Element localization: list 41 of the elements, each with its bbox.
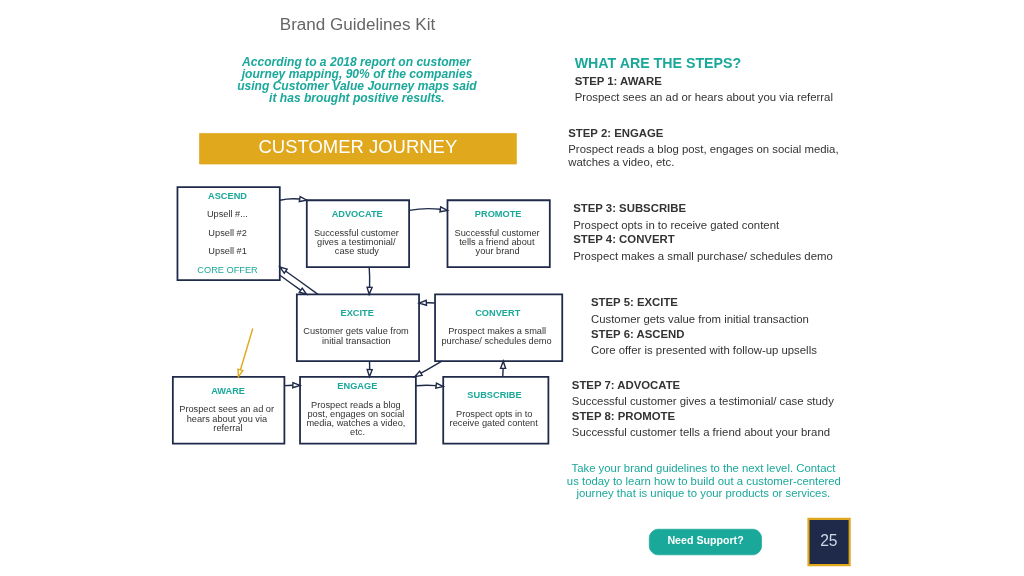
label: Successful customer tells a friend about your brand <box>571 426 830 439</box>
node-box: 25 <box>806 517 851 567</box>
label: STEP 7: ADVOCATE <box>571 378 680 391</box>
label: STEP 5: EXCITE <box>590 296 678 309</box>
arrow <box>365 266 373 297</box>
arrow <box>277 265 319 296</box>
node-box: PROMOTE Successful customer tells a friend about your brand <box>446 199 551 268</box>
label: STEP 6: ASCEND <box>590 327 684 340</box>
label: STEP 1: AWARE <box>574 74 662 87</box>
arrow <box>499 359 507 378</box>
node-box: ASCEND Upsell #... Upsell #2 Upsell #1 CORE OFFER <box>176 186 281 282</box>
label: Successful customer gives a testimonial/ case study <box>571 395 834 408</box>
arrow <box>416 299 435 307</box>
node-box: CUSTOMER JOURNEY <box>198 133 517 165</box>
label: Brand Guidelines Kit <box>279 14 435 34</box>
label: STEP 8: PROMOTE <box>571 410 675 423</box>
label: Take your brand guidelines to the next level. Contact us today to learn how to build out a customer-centered journey that is unique to your products or services. <box>566 461 841 500</box>
label: STEP 3: SUBSCRIBE <box>572 202 686 215</box>
node-box: ENGAGE Prospect reads a blog post, engages on social media, watches a video, etc. <box>298 375 417 445</box>
node-box: AWARE Prospect sees an ad or hears about you via referral <box>171 375 285 445</box>
label: Core offer is presented with follow-up upsells <box>590 343 817 356</box>
arrow <box>412 360 443 378</box>
label: Prospect reads a blog post, engages on social media, watches a video, etc. <box>567 142 839 168</box>
arrow <box>408 205 449 213</box>
label: STEP 4: CONVERT <box>572 233 675 246</box>
label: Prospect sees an ad or hears about you via referral <box>574 90 833 103</box>
label: Prospect makes a small purchase/ schedules demo <box>572 249 833 262</box>
label: WHAT ARE THE STEPS? <box>574 55 741 72</box>
node-box: Need Support? <box>648 528 762 556</box>
node-box: ADVOCATE Successful customer gives a testimonial/ case study <box>305 199 410 268</box>
label: According to a 2018 report on customer journey mapping, 90% of the companies using Customer Value Journey maps said it has brought positive results. <box>236 55 477 106</box>
arrow <box>236 327 253 379</box>
label: Prospect opts in to receive gated content <box>572 218 779 231</box>
node-box: EXCITE Customer gets value from initial transaction <box>295 293 420 363</box>
node-box: CONVERT Prospect makes a small purchase/ schedules demo <box>433 293 563 363</box>
node-box: SUBSCRIBE Prospect opts in to receive gated content <box>441 375 549 445</box>
arrow <box>278 195 309 203</box>
label: Customer gets value from initial transaction <box>590 312 809 325</box>
arrow <box>414 382 445 389</box>
arrow <box>278 274 308 296</box>
label: STEP 2: ENGAGE <box>567 126 663 139</box>
